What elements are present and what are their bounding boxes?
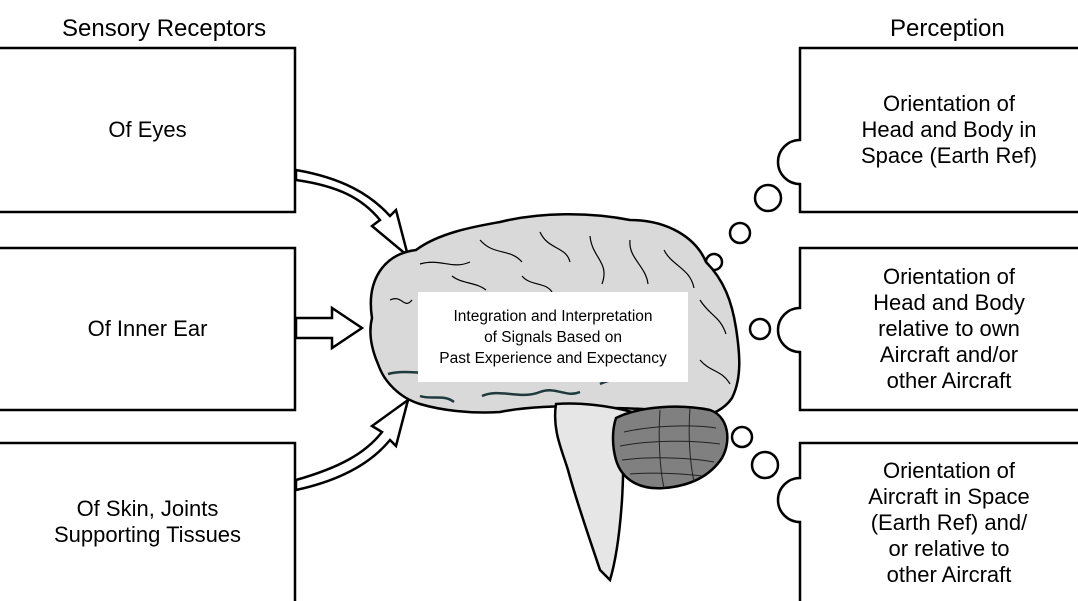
cerebellum xyxy=(611,405,729,490)
perception-label-head-body-aircraft: Orientation of Head and Body relative to… xyxy=(873,264,1025,393)
arrow-inner-ear xyxy=(294,305,365,351)
bubble-middle xyxy=(748,317,772,341)
sensory-receptors-heading: Sensory Receptors xyxy=(62,15,267,42)
bubble-top-large xyxy=(753,183,783,213)
bubble-bottom-small xyxy=(730,425,754,449)
perception-label-aircraft-space: Orientation of Aircraft in Space (Earth … xyxy=(868,458,1030,587)
arrow-skin xyxy=(294,396,411,492)
brain-label: Integration and Interpretation of Signal… xyxy=(418,292,688,382)
receptor-label-inner-ear: Of Inner Ear xyxy=(87,316,208,341)
perception-box-head-body-aircraft xyxy=(776,246,1078,412)
perception-box-aircraft-space xyxy=(776,441,1078,601)
perception-box-head-body-earth xyxy=(776,46,1078,214)
perception-boxes xyxy=(776,46,1078,601)
bubble-bottom-large xyxy=(750,450,780,480)
perception-label-head-body-earth: Orientation of Head and Body in Space (E… xyxy=(860,91,1038,168)
receptor-box-skin xyxy=(0,441,297,601)
brain-illustration xyxy=(369,213,741,583)
perception-heading: Perception xyxy=(890,15,1005,42)
receptor-boxes xyxy=(0,46,297,601)
thought-bubbles xyxy=(704,183,783,480)
receptor-label-skin: Of Skin, Joints Supporting Tissues xyxy=(53,496,242,547)
receptor-box-eyes xyxy=(0,46,297,214)
arrow-eyes xyxy=(294,168,411,260)
input-arrows xyxy=(294,168,411,492)
receptor-label-eyes: Of Eyes xyxy=(108,117,187,142)
bubble-top-mid xyxy=(728,221,752,245)
cerebellum-folds xyxy=(619,407,721,489)
